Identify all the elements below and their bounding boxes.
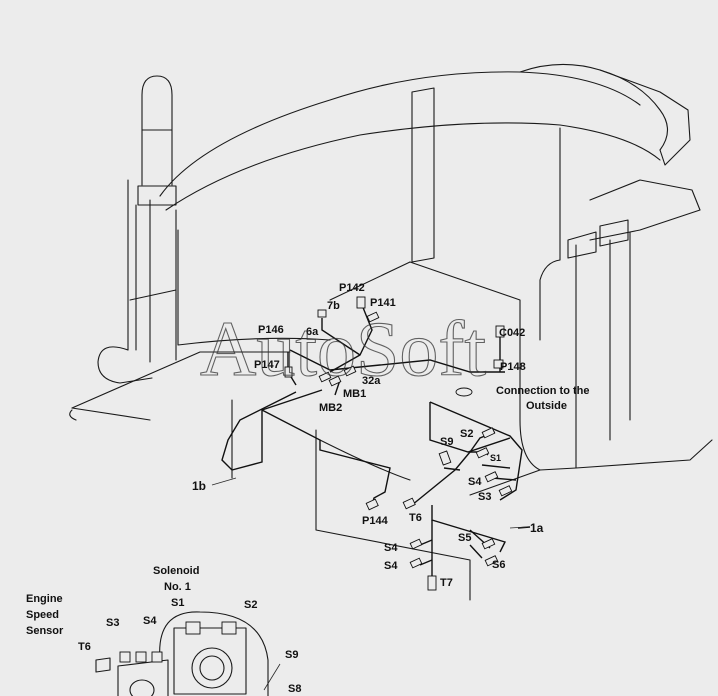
connector-p148 bbox=[493, 359, 504, 369]
connector-outside bbox=[455, 387, 473, 397]
sensor-s3-pin bbox=[119, 651, 131, 663]
label-s4-upper: S4 bbox=[468, 476, 482, 488]
connector-t7 bbox=[427, 575, 437, 591]
connector-p147 bbox=[284, 366, 293, 378]
label-s6-lower: S6 bbox=[492, 559, 505, 571]
connector-mb2 bbox=[328, 375, 342, 387]
label-p148: P148 bbox=[500, 361, 526, 373]
label-engine-line2: Speed bbox=[26, 609, 59, 621]
sensor-pin bbox=[151, 651, 163, 663]
label-s1-upper: S1 bbox=[490, 453, 501, 463]
label-c042: C042 bbox=[499, 327, 525, 339]
label-s2-inset: S2 bbox=[244, 599, 257, 611]
label-connection-line1: Connection to the bbox=[496, 385, 590, 397]
watermark-text: AutoSoft bbox=[200, 305, 486, 392]
label-t6-inset: T6 bbox=[78, 641, 91, 653]
connector-32a bbox=[343, 365, 357, 377]
label-s4-lower-a: S4 bbox=[384, 542, 398, 554]
connector-p141 bbox=[366, 311, 380, 323]
label-s4-lower-b: S4 bbox=[384, 560, 398, 572]
connector-s1-upper bbox=[475, 447, 490, 459]
connector-s9-upper bbox=[438, 450, 452, 466]
label-s9-upper: S9 bbox=[440, 436, 453, 448]
label-p141: P141 bbox=[370, 297, 396, 309]
label-p142: P142 bbox=[339, 282, 365, 294]
connector-s4-lower-b bbox=[409, 557, 423, 569]
connector-p142 bbox=[356, 296, 366, 309]
label-solenoid-line1: Solenoid bbox=[153, 565, 199, 577]
label-t7: T7 bbox=[440, 577, 453, 589]
connector-p144 bbox=[365, 498, 379, 511]
label-s1-inset: S1 bbox=[171, 597, 184, 609]
label-t6-mid: T6 bbox=[409, 512, 422, 524]
label-engine-line3: Sensor bbox=[26, 625, 64, 637]
connector-s2-upper bbox=[481, 427, 496, 439]
connectors bbox=[284, 296, 513, 591]
connector-mb1 bbox=[318, 371, 332, 383]
machine-outline bbox=[69, 63, 713, 601]
label-solenoid-line2: No. 1 bbox=[164, 581, 191, 593]
label-s4-inset: S4 bbox=[143, 615, 157, 627]
label-connection-line2: Outside bbox=[526, 400, 567, 412]
label-32a: 32a bbox=[362, 375, 381, 387]
label-s9-inset: S9 bbox=[285, 649, 298, 661]
connector-c042 bbox=[495, 325, 505, 338]
leader-1b bbox=[211, 477, 237, 486]
label-p146: P146 bbox=[258, 324, 284, 336]
label-engine-line1: Engine bbox=[26, 593, 63, 605]
label-6a: 6a bbox=[306, 326, 319, 338]
connector-t6 bbox=[402, 497, 416, 510]
label-p144: P144 bbox=[362, 515, 389, 527]
label-s2-upper: S2 bbox=[460, 428, 473, 440]
connector-s3-upper bbox=[498, 485, 513, 497]
sensor-s4-pin bbox=[135, 651, 147, 663]
inset-detail bbox=[95, 611, 281, 696]
connector-7b bbox=[317, 309, 327, 318]
diagram-labels: P142 P141 7b 6a P146 P147 32a MB1 MB2 C0… bbox=[26, 282, 590, 695]
label-1b: 1b bbox=[192, 479, 206, 493]
label-s8-inset: S8 bbox=[288, 683, 301, 695]
label-p147: P147 bbox=[254, 359, 280, 371]
label-1a: 1a bbox=[530, 521, 544, 535]
label-7b: 7b bbox=[327, 300, 340, 312]
connector-s6-lower bbox=[484, 555, 499, 567]
solenoid-s1-pin bbox=[185, 621, 201, 635]
label-s3-inset: S3 bbox=[106, 617, 119, 629]
label-mb2: MB2 bbox=[319, 402, 342, 414]
solenoid-s2-pin bbox=[221, 621, 237, 635]
label-s3-upper: S3 bbox=[478, 491, 491, 503]
connector-s5-lower bbox=[481, 538, 496, 550]
connector-s4-lower-a bbox=[409, 538, 423, 550]
connector-s4-upper bbox=[484, 471, 499, 483]
label-mb1: MB1 bbox=[343, 388, 366, 400]
label-s5-lower: S5 bbox=[458, 532, 471, 544]
leader-1a bbox=[509, 526, 527, 529]
